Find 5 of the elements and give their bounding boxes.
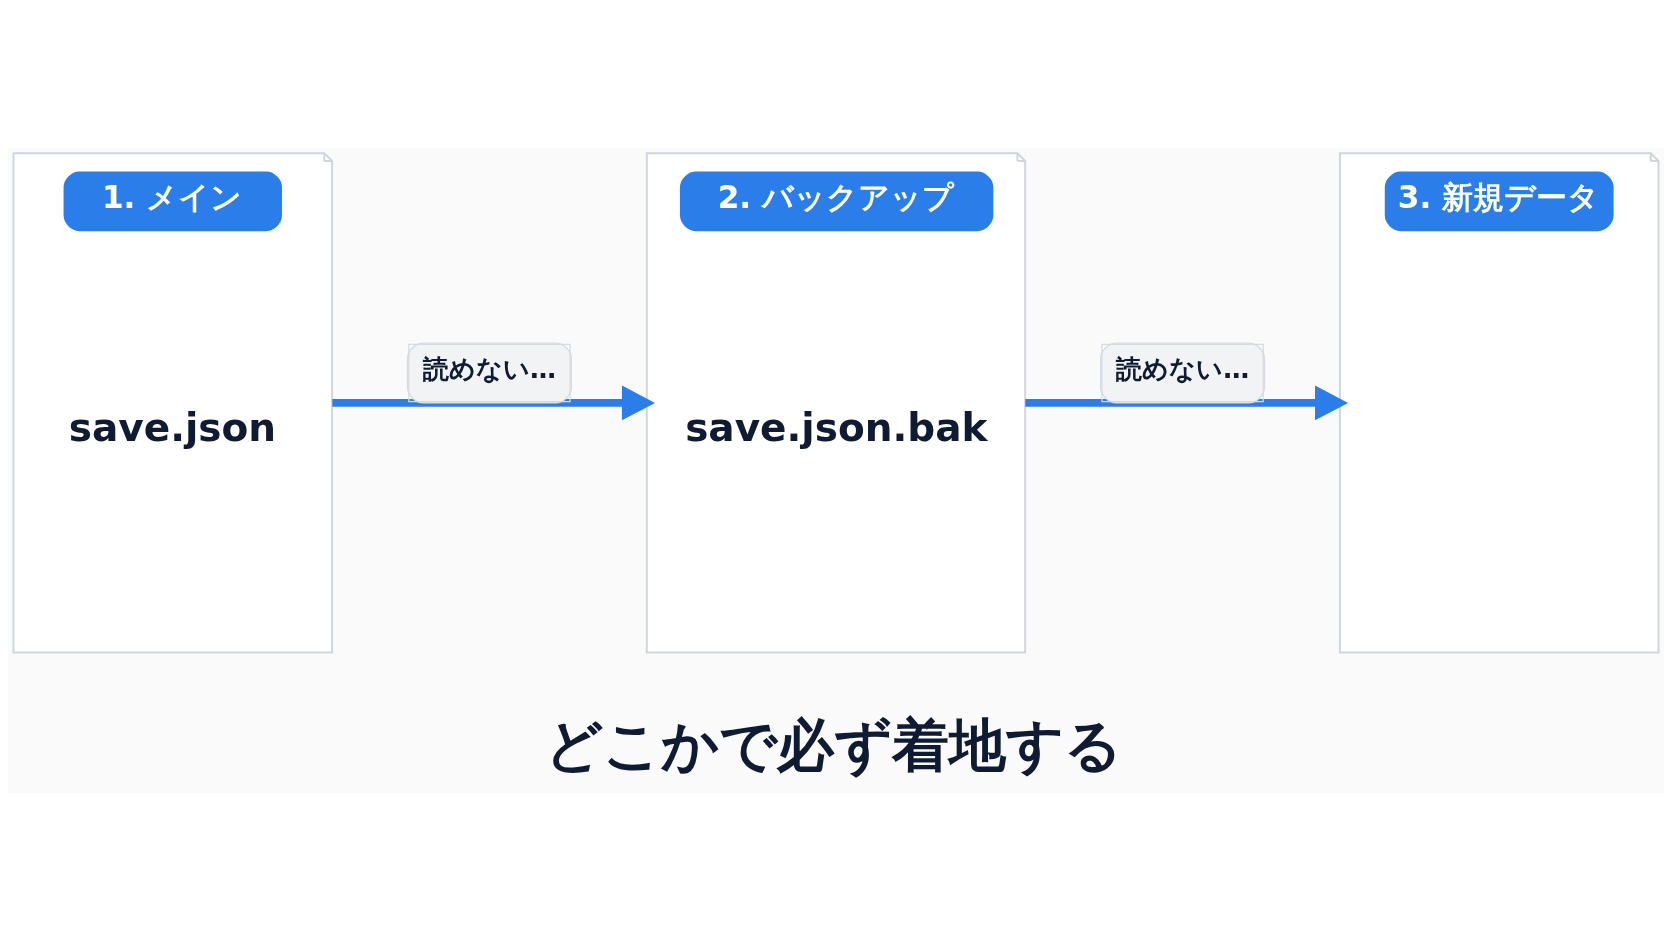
caption: どこかで必ず着地する bbox=[544, 711, 1122, 778]
arrow bbox=[332, 385, 656, 421]
arrow bbox=[1025, 385, 1349, 421]
edge-label: 読めない… bbox=[423, 354, 557, 385]
edge-label: 読めない… bbox=[1116, 354, 1250, 385]
